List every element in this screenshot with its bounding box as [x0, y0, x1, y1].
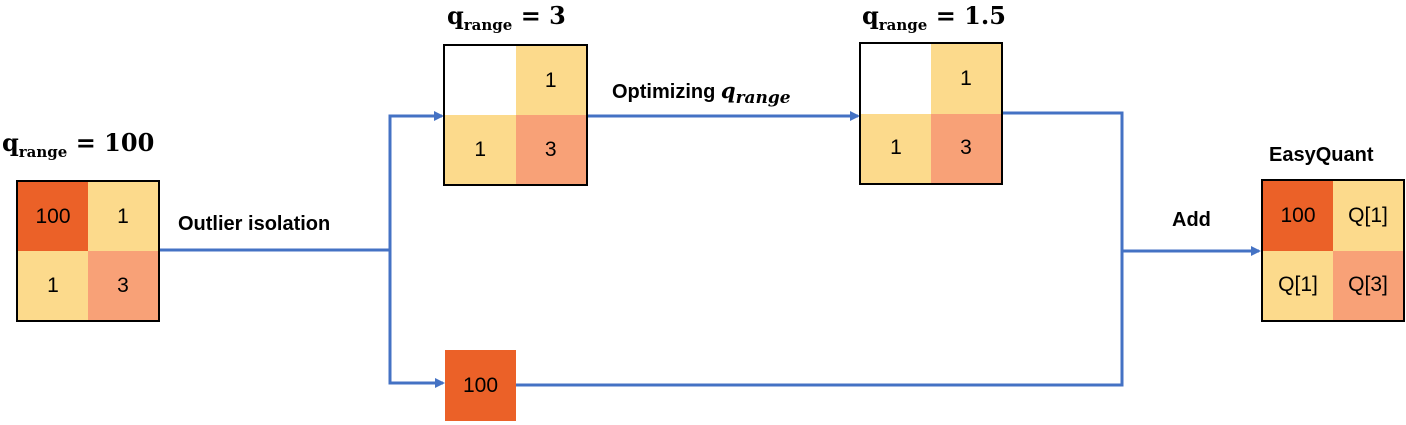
- input-cell-3: 3: [88, 251, 158, 320]
- optimized-matrix: 1 1 3: [859, 42, 1003, 185]
- optimized-cell-0: [861, 44, 931, 114]
- optimized-out-line: [1002, 111, 1124, 251]
- input-matrix: 100 1 1 3: [16, 180, 160, 322]
- output-cell-0: 100: [1263, 181, 1333, 251]
- output-cell-1: Q[1]: [1333, 181, 1403, 251]
- branch-down-arrow: [388, 250, 445, 388]
- output-matrix: 100 Q[1] Q[1] Q[3]: [1261, 179, 1405, 322]
- isolation-label: Outlier isolation: [178, 213, 331, 235]
- isolated-cell-0: [445, 46, 516, 115]
- input-cell-2: 1: [18, 251, 88, 320]
- add-label: Add: [1172, 209, 1211, 231]
- optimizing-label: Optimizing qrange: [612, 78, 791, 108]
- isolated-cell-1: 1: [515, 46, 586, 115]
- isolated-cell-2: 1: [445, 115, 516, 184]
- branch-up-arrow: [388, 111, 444, 250]
- output-cell-3: Q[3]: [1333, 250, 1403, 320]
- optimized-cell-3: 3: [931, 113, 1001, 183]
- output-cell-2: Q[1]: [1263, 250, 1333, 320]
- output-title: EasyQuant: [1269, 144, 1374, 166]
- isolated-q-label: qrange = 3: [447, 1, 566, 34]
- optimized-cell-1: 1: [931, 44, 1001, 114]
- outlier-out-line: [516, 251, 1124, 387]
- isolated-matrix: 1 1 3: [443, 44, 588, 186]
- optimized-cell-2: 1: [861, 113, 931, 183]
- outlier-cell: 100: [445, 350, 516, 421]
- input-q-label: qrange = 100: [2, 128, 155, 161]
- isolated-cell-3: 3: [515, 115, 586, 184]
- optimized-q-label: qrange = 1.5: [862, 1, 1006, 34]
- input-cell-0: 100: [18, 182, 88, 251]
- input-cell-1: 1: [88, 182, 158, 251]
